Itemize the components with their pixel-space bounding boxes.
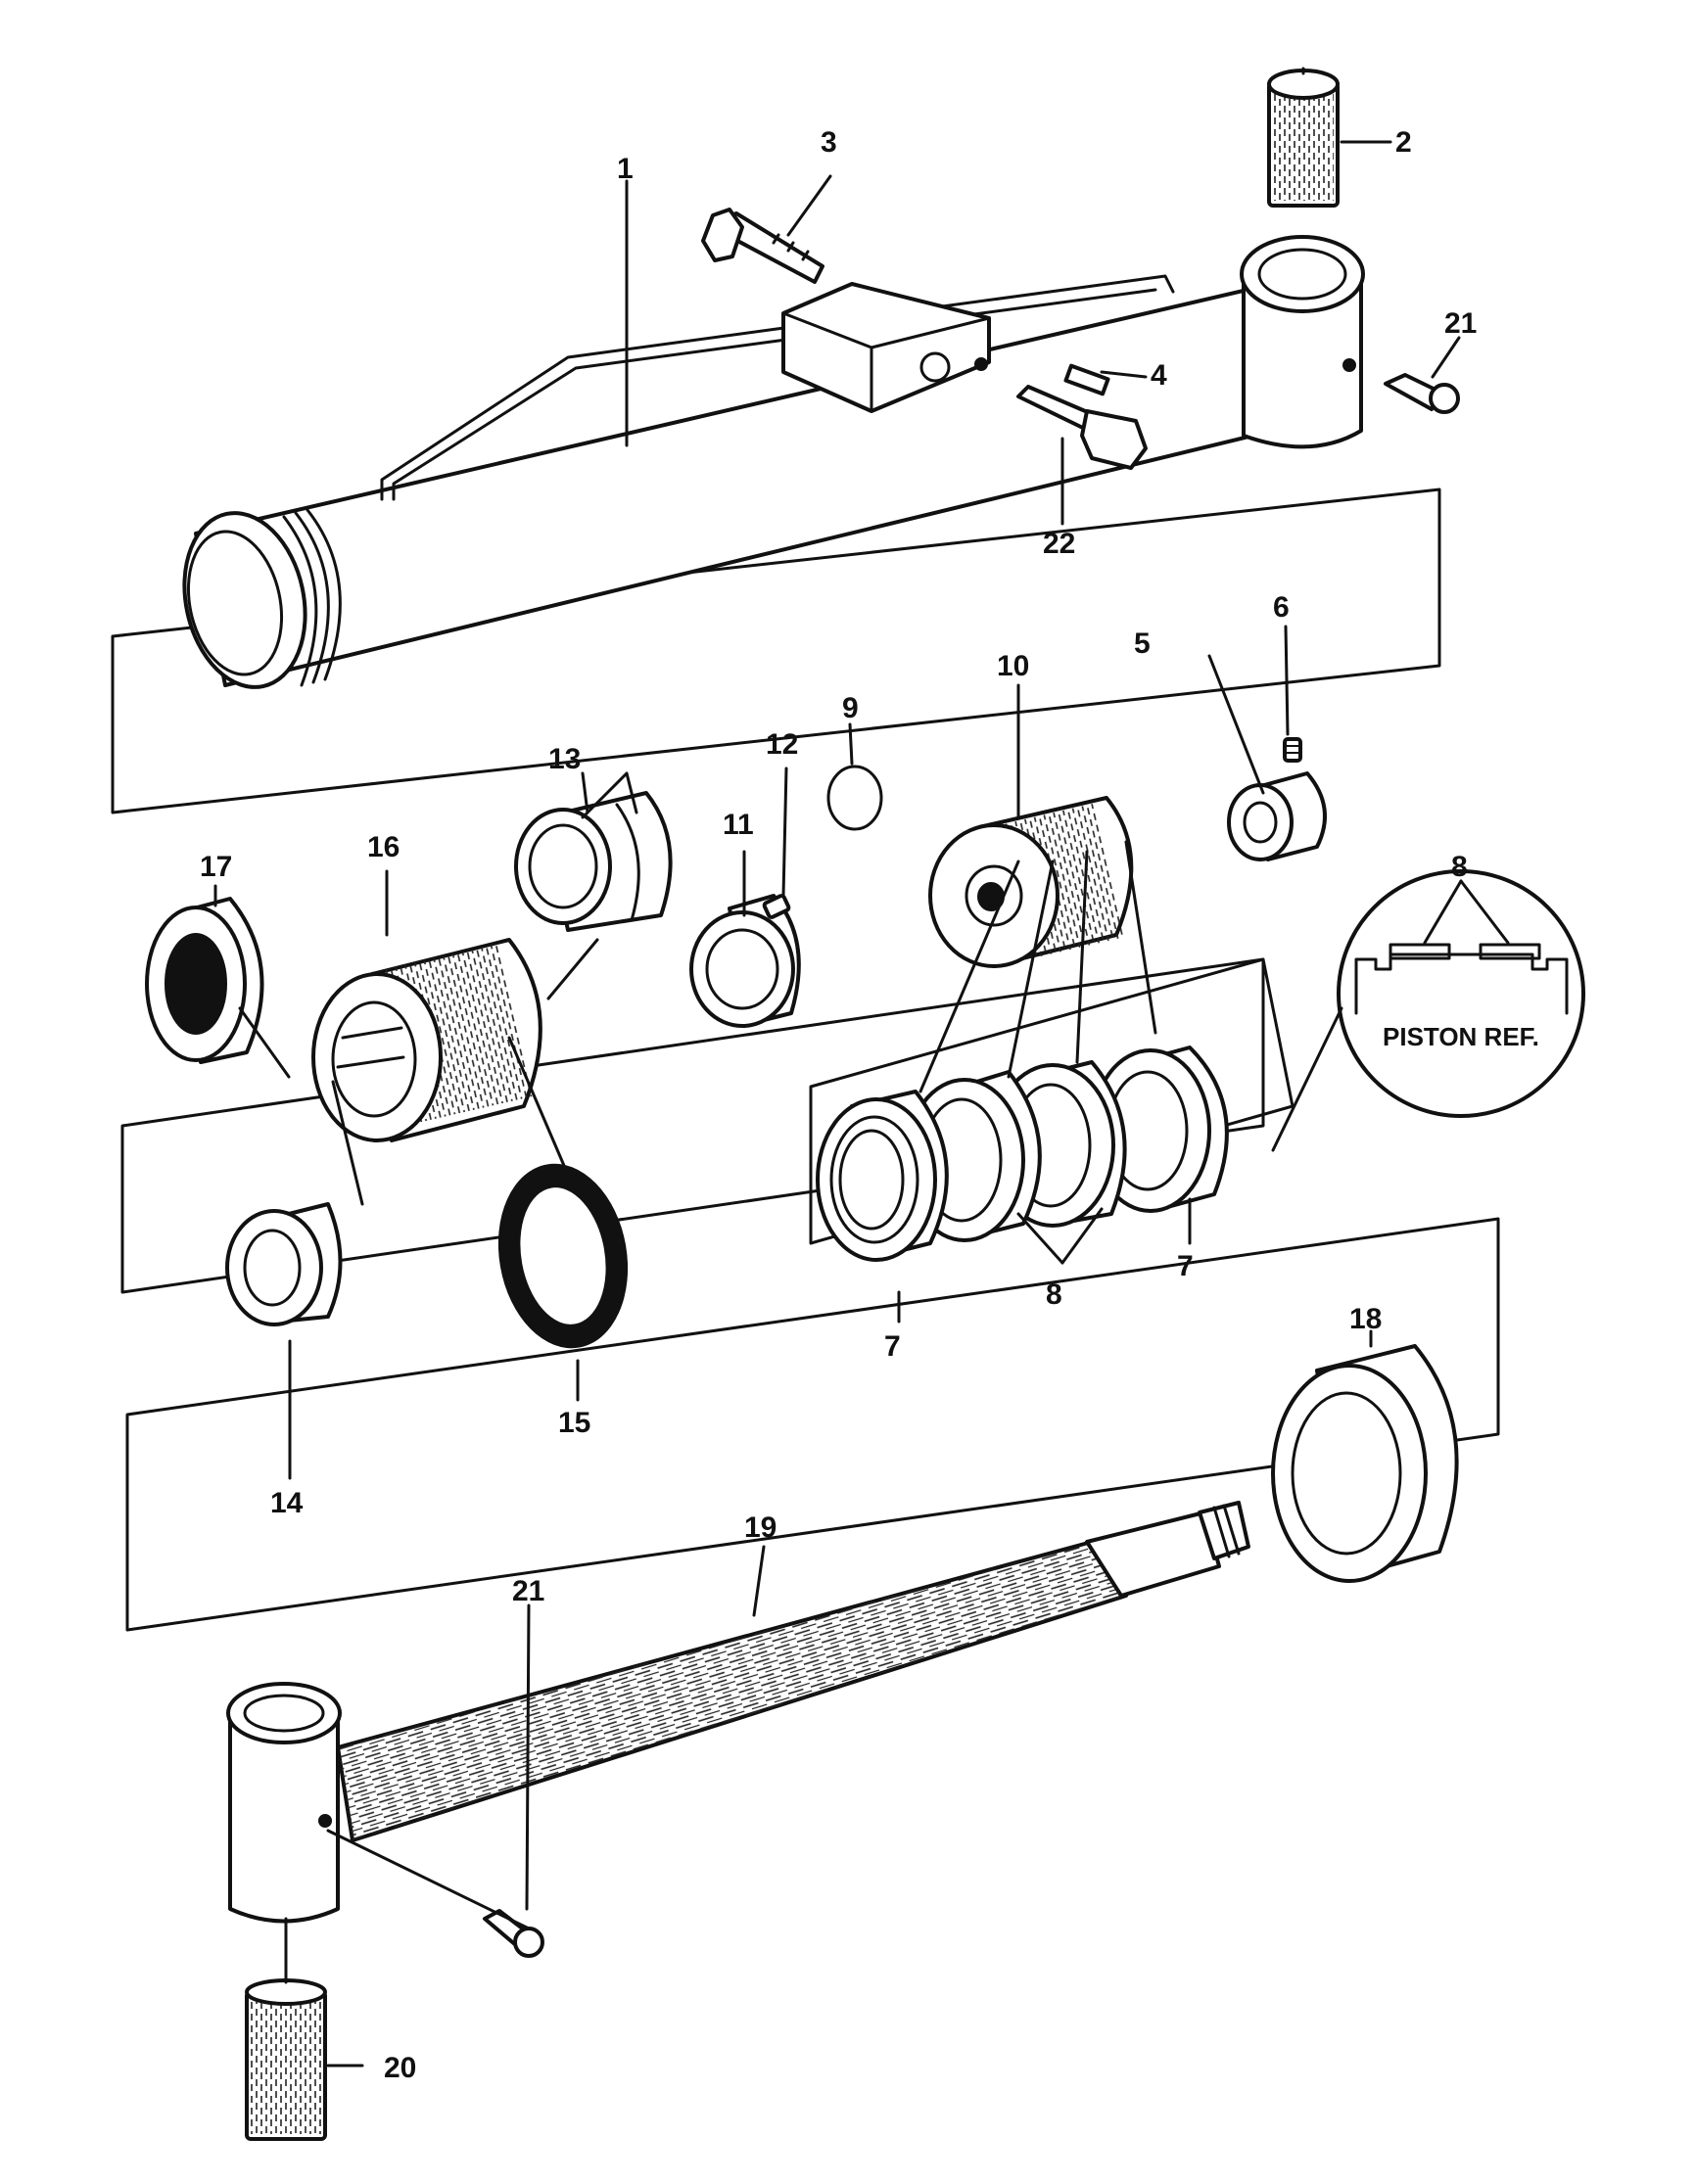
callout-21-bottom: 21 [512, 1575, 544, 1607]
grease-fitting-top [1384, 373, 1460, 414]
screw-4 [1063, 363, 1110, 396]
callout-7-right: 7 [1177, 1250, 1194, 1282]
callout-17: 17 [200, 851, 232, 883]
fitting-3 [701, 208, 824, 284]
gland-nut-18 [1271, 1344, 1459, 1583]
callout-10: 10 [997, 650, 1029, 682]
pin-bushing-bottom [245, 1917, 327, 2141]
piston-10 [928, 796, 1134, 968]
callout-4: 4 [1151, 359, 1167, 392]
callout-14: 14 [270, 1487, 304, 1519]
callout-6: 6 [1273, 591, 1290, 624]
callout-19: 19 [744, 1511, 777, 1544]
callout-5: 5 [1134, 627, 1151, 660]
callout-15: 15 [558, 1407, 590, 1439]
piston-panel [120, 957, 1265, 1294]
seal-panel [809, 957, 1295, 1245]
callout-9: 9 [842, 692, 859, 724]
wiper-17 [145, 897, 264, 1064]
grease-fitting-bottom [483, 1909, 544, 1958]
piston-seals [816, 1046, 1229, 1262]
bushing-13 [514, 791, 673, 932]
callout-8-detail: 8 [1451, 851, 1468, 883]
callout-13: 13 [548, 743, 581, 775]
callout-21-top: 21 [1444, 307, 1477, 340]
panel-frames [111, 488, 1500, 1632]
callout-20: 20 [384, 2052, 416, 2084]
collar-11 [689, 894, 801, 1028]
callout-22: 22 [1043, 528, 1075, 560]
seal-15 [497, 1163, 629, 1349]
nut-5 [1227, 771, 1327, 861]
piston-rod-19 [336, 1501, 1250, 1842]
bushing-14 [225, 1202, 343, 1326]
piston-ref-caption: PISTON REF. [1383, 1022, 1539, 1051]
pin-bushing-top [1267, 67, 1340, 208]
callout-1: 1 [617, 153, 634, 185]
rod-eye [226, 1682, 342, 1924]
callout-12: 12 [766, 728, 798, 761]
barrel-tube [182, 235, 1365, 689]
piston-detail-inset [1337, 869, 1585, 1118]
setscrew-12 [762, 894, 791, 919]
setscrew-6 [1283, 737, 1302, 763]
callout-11: 11 [723, 809, 754, 841]
barrel-panel [111, 488, 1441, 814]
leader-lines [213, 140, 1461, 2068]
callout-18: 18 [1349, 1303, 1382, 1335]
fitting-22 [1016, 385, 1148, 470]
callout-3: 3 [821, 126, 837, 159]
o-ring-9 [826, 765, 883, 831]
callout-7-left: 7 [884, 1330, 901, 1363]
callout-16: 16 [367, 831, 400, 863]
callout-labels: 1 2 3 4 5 6 7 7 8 9 10 11 12 13 14 15 16… [200, 126, 1539, 2084]
gland-16 [311, 938, 542, 1142]
callout-2: 2 [1395, 126, 1412, 159]
callout-8: 8 [1046, 1278, 1062, 1311]
rod-panel [125, 1217, 1500, 1632]
